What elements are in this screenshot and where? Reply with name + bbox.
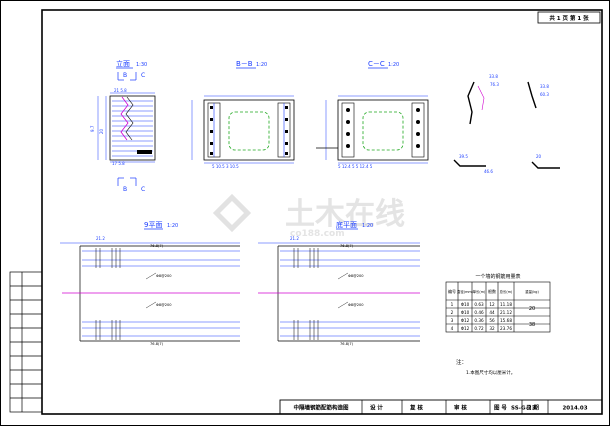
plan-9-bar-label-1: 76.8(7): [150, 244, 164, 248]
table-cell: 0.63: [474, 302, 484, 307]
table-header-5: 重量(kg): [525, 289, 539, 294]
elevation-side-dim-2: 20: [99, 128, 104, 134]
elevation-title: 立面: [116, 59, 130, 68]
review-label: 复 核: [409, 404, 423, 412]
table-cell: 23.76: [500, 326, 512, 331]
watermark: 土木在线 co188.com: [212, 193, 405, 239]
section-bb-view: B－B 1:20 5 10.5 3 10.5: [191, 60, 295, 169]
section-mark-b-top: B: [123, 72, 127, 79]
table-header-1: 直径(mm): [457, 289, 474, 294]
sheet-index: 共 1 页 第 1 张: [549, 14, 589, 22]
section-cc-scale: 1:20: [388, 62, 399, 68]
table-cell: 12: [489, 302, 495, 307]
bottom-plan-title: 底平面: [336, 220, 357, 229]
detail-2-len: 60.3: [540, 92, 549, 97]
table-cell: Φ12: [461, 326, 470, 331]
bottom-plan-bar-label-1: 76.8(7): [340, 244, 354, 248]
bottom-plan-bar-label-2: 76.8(7): [340, 342, 354, 346]
design-label: 设 计: [370, 404, 383, 412]
plan-9-title: 9平面: [144, 221, 162, 229]
table-cell: 2: [451, 310, 454, 315]
detail-2-dim: 33.8: [540, 84, 549, 89]
notes-line-1: 1.本图尺寸均以厘米计。: [466, 369, 515, 376]
plan-9-view: 9平面 1:20 21.2 76.8(7): [60, 221, 240, 346]
table-cell: 11.18: [500, 302, 512, 307]
section-bb-scale: 1:20: [256, 62, 267, 68]
watermark-sub: co188.com: [290, 229, 345, 239]
drawing-name: 中隔墙钢筋配筋构造图: [293, 404, 349, 412]
plan-9-bar-label-2: 76.8(7): [150, 342, 164, 346]
table-header-0: 编号: [448, 288, 456, 294]
table-cell: Φ10: [461, 310, 470, 315]
sheet-index-box: 共 1 页 第 1 张: [537, 11, 601, 24]
plan-9-scale: 1:20: [167, 223, 178, 229]
drawing-no: SS-G-23: [511, 406, 536, 412]
section-cc-title: C－C: [368, 60, 385, 68]
table-cell: 44: [489, 310, 495, 315]
section-bb-title: B－B: [236, 60, 253, 68]
bottom-plan-center-label: Φ8@200: [348, 274, 364, 278]
table-title: 一个墙的钢筋用量表: [475, 273, 520, 280]
date: 2014.03: [562, 406, 587, 412]
rebar-quantity-table: 一个墙的钢筋用量表 编号 直径(mm) 单长(m) 根数 总长(m) 重量(kg…: [445, 273, 551, 333]
bar-details: 33.8 76.3 33.8 60.3 39.5 46.6 20: [453, 74, 560, 174]
notes: 注： 1.本图尺寸均以厘米计。: [456, 358, 515, 376]
detail-5-dim: 20: [536, 154, 542, 159]
table-cell: 32: [489, 326, 495, 331]
table-cell: 4: [451, 326, 454, 331]
title-block: 中隔墙钢筋配筋构造图 设 计 复 核 审 核 图 号 SS-G-23 日 期 2…: [279, 399, 603, 415]
table-cell: 15.68: [500, 318, 512, 323]
table-cell: 3: [451, 318, 454, 323]
section-mark-c-top: C: [141, 72, 145, 79]
revision-strip: [9, 271, 43, 413]
elevation-dim-bottom: 17 5.8: [112, 161, 125, 166]
notes-heading: 注：: [456, 358, 467, 366]
section-mark-b-bottom: B: [123, 186, 127, 193]
watermark-main: 土木在线: [285, 197, 405, 232]
table-cell: 0.36: [474, 318, 484, 323]
section-cc-view: C－C 1:20 5 12.4 5 5 12.4 5: [316, 60, 429, 169]
table-weight-group-1: 20: [529, 306, 535, 312]
date-label: 日 期: [526, 404, 539, 412]
table-cell: 0.46: [474, 310, 484, 315]
elevation-scale: 1:30: [136, 62, 147, 68]
section-cc-dim-bottom: 5 12.4 5 5 12.4 5: [338, 164, 373, 169]
table-weight-group-2: 38: [529, 322, 535, 328]
section-mark-c-bottom: C: [141, 186, 145, 193]
bottom-plan-view: 底平面 1:20 21.2 76.8(7): [258, 220, 420, 346]
table-header-3: 根数: [488, 288, 496, 294]
section-bb-dim-bottom: 5 10.5 3 10.5: [212, 164, 239, 169]
plan-9-center-label-2: Φ8@200: [156, 303, 172, 307]
elevation-side-dim: 9.7: [90, 125, 95, 132]
table-cell: 1: [451, 302, 454, 307]
plan-9-dim: 21.2: [96, 236, 105, 241]
bottom-plan-center-label-2: Φ8@200: [348, 303, 364, 307]
detail-4-dim: 46.6: [484, 169, 493, 174]
detail-3-dim: 39.5: [459, 154, 468, 159]
table-cell: Φ12: [461, 318, 470, 323]
table-header-4: 总长(m): [500, 289, 513, 294]
bottom-plan-dim: 21.2: [290, 236, 299, 241]
elevation-dim-top: 21 5.8: [114, 88, 127, 93]
table-cell: 21.12: [500, 310, 512, 315]
approve-label: 审 核: [454, 404, 467, 412]
table-cell: 56: [489, 318, 495, 323]
detail-1-len: 76.3: [490, 82, 499, 87]
table-cell: 0.72: [474, 326, 484, 331]
plan-9-center-label: Φ8@200: [156, 274, 172, 278]
detail-1-dim: 33.8: [489, 74, 498, 79]
elevation-view: 立面 1:30 B C B C 21 5.8 17 5.8 9.7 20: [90, 59, 156, 193]
drawing-no-label: 图 号: [494, 404, 507, 412]
table-header-2: 单长(m): [473, 289, 486, 294]
bottom-plan-scale: 1:20: [362, 223, 373, 229]
table-cell: Φ10: [461, 302, 470, 307]
